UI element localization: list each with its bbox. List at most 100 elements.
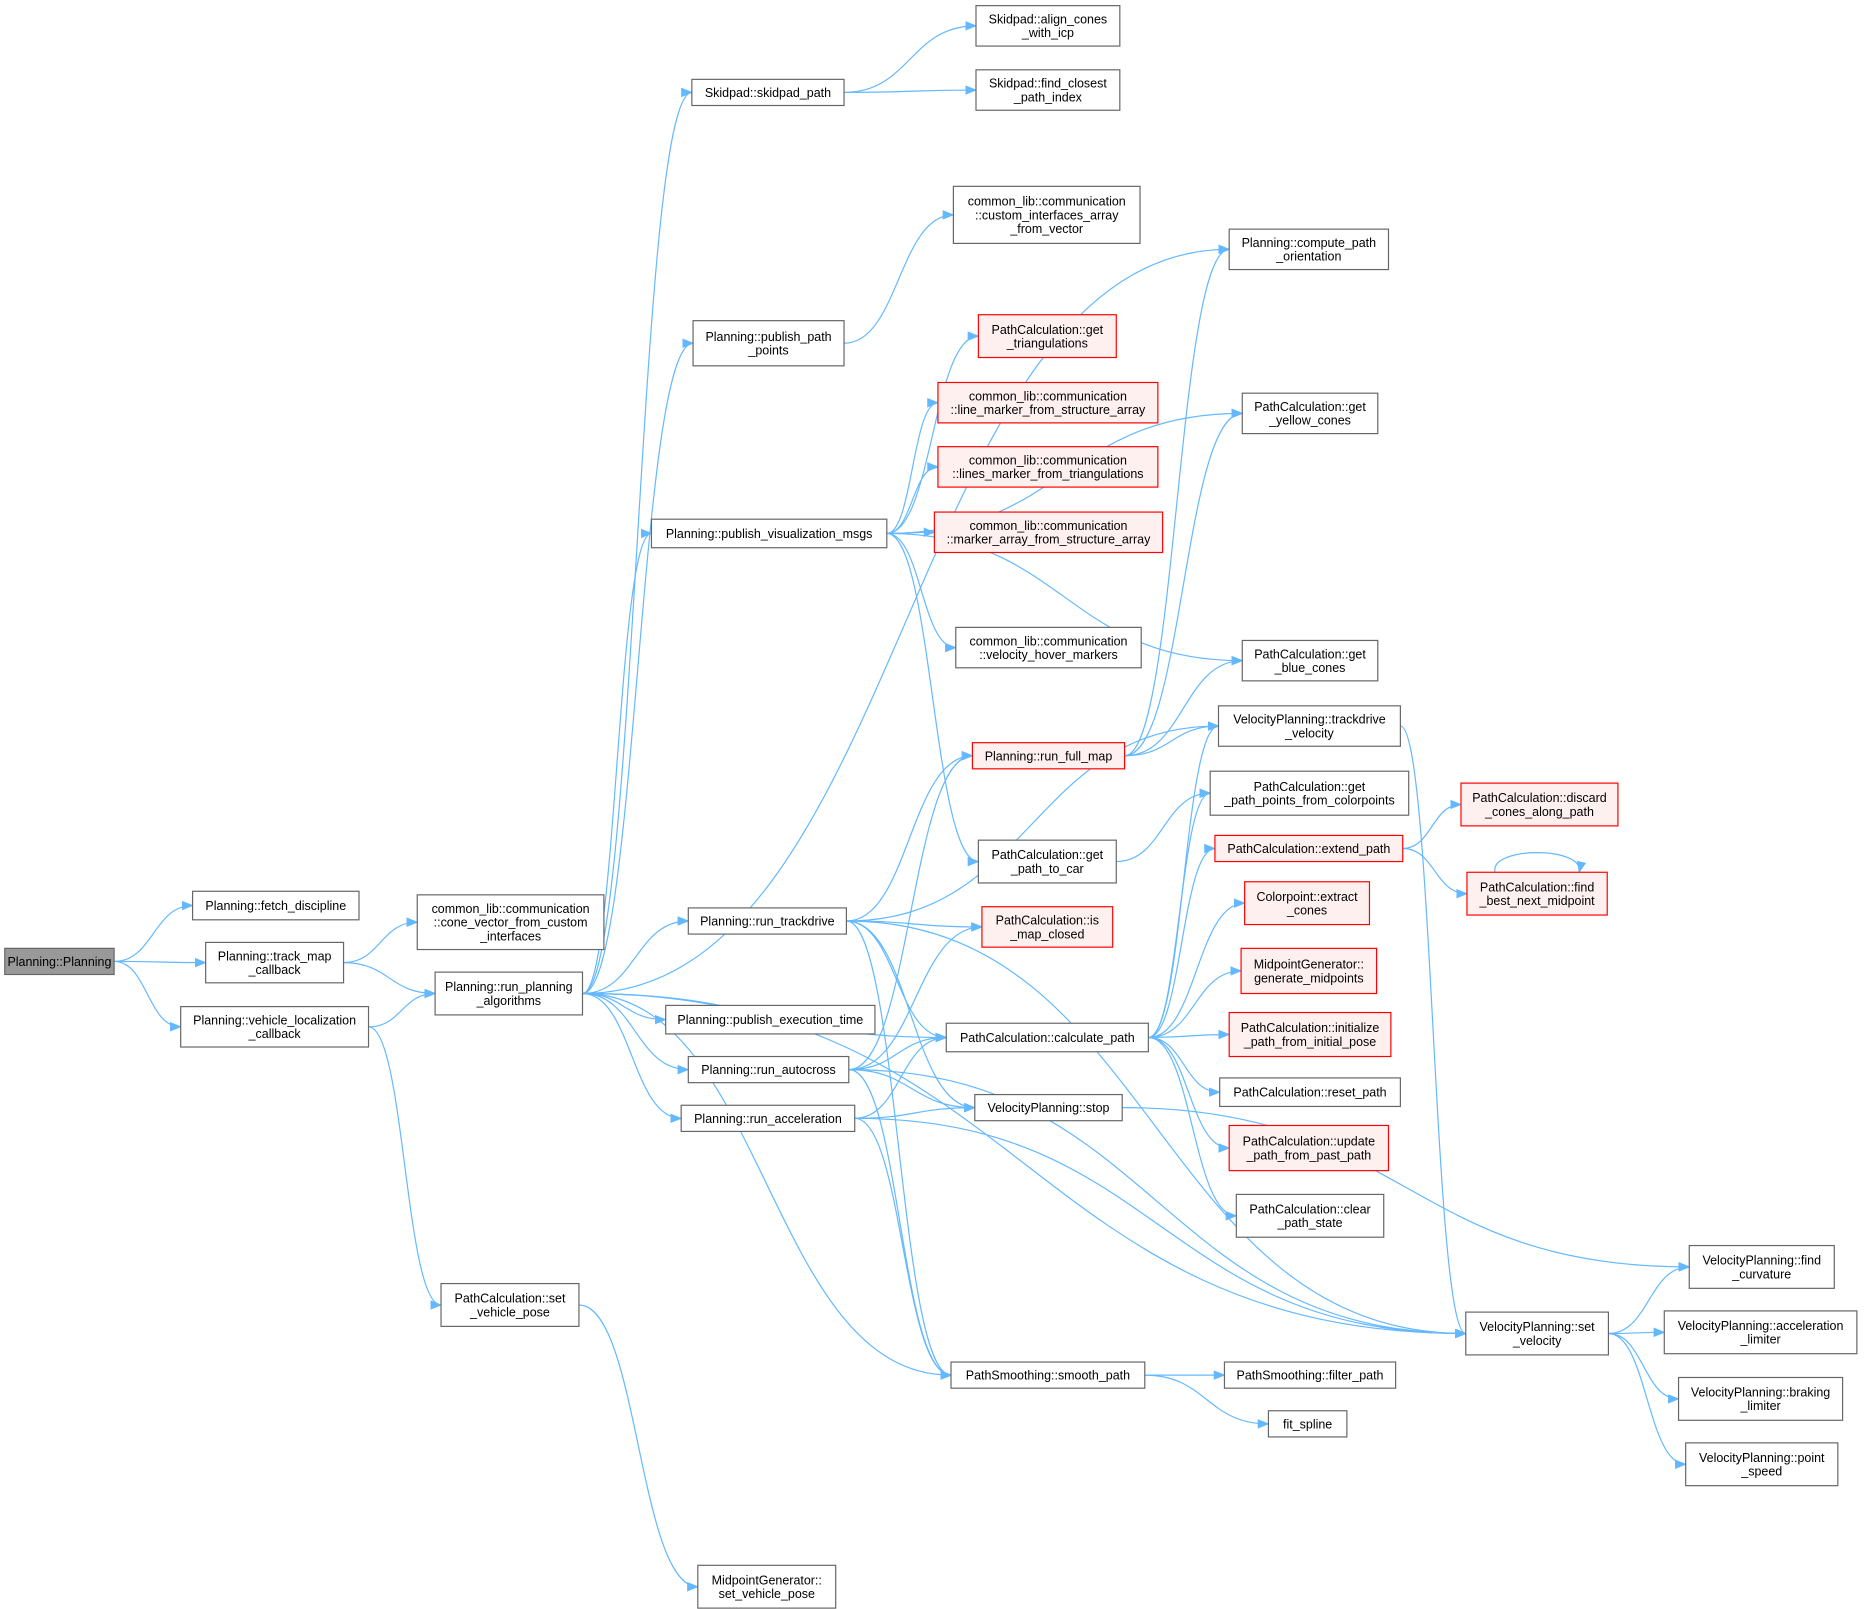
node-box (691, 78, 845, 107)
graph-node[interactable]: common_lib::communication::velocity_hove… (955, 626, 1142, 669)
node-label: Planning::track_map (218, 949, 332, 963)
graph-node[interactable]: Planning::run_full_map (971, 742, 1126, 770)
graph-node[interactable]: VelocityPlanning::braking_limiter (1677, 1376, 1844, 1421)
graph-node[interactable]: Skidpad::align_cones_with_icp (975, 5, 1121, 47)
graph-node[interactable]: VelocityPlanning::point_speed (1685, 1442, 1839, 1487)
graph-node[interactable]: PathCalculation::initialize_path_from_in… (1228, 1011, 1392, 1058)
call-edge (886, 532, 980, 867)
graph-node[interactable]: VelocityPlanning::find_curvature (1688, 1244, 1835, 1289)
graph-node[interactable]: Planning::publish_visualization_msgs (650, 518, 888, 549)
node-label: PathCalculation::get (1254, 400, 1366, 414)
node-label: _with_icp (1021, 26, 1074, 40)
node-box (650, 518, 888, 549)
graph-node[interactable]: PathCalculation::extend_path (1214, 834, 1404, 863)
graph-node[interactable]: Planning::compute_path_orientation (1228, 228, 1390, 271)
call-edge (1494, 852, 1587, 874)
graph-node[interactable]: PathCalculation::get_path_points_from_co… (1209, 770, 1410, 816)
graph-node[interactable]: Planning::track_map_callback (205, 941, 345, 984)
node-label: Planning::compute_path (1242, 236, 1377, 250)
node-label: fit_spline (1283, 1417, 1332, 1431)
call-edge (1148, 1036, 1221, 1097)
node-label: VelocityPlanning::acceleration (1678, 1319, 1844, 1333)
graph-node[interactable]: VelocityPlanning::set_velocity (1465, 1311, 1610, 1356)
call-edge (578, 1304, 699, 1592)
graph-node[interactable]: VelocityPlanning::stop (974, 1093, 1123, 1122)
graph-node[interactable]: Skidpad::find_closest_path_index (975, 69, 1121, 111)
graph-node[interactable]: PathCalculation::reset_path (1219, 1077, 1401, 1108)
call-edge (848, 1069, 1467, 1339)
node-box (975, 69, 1121, 111)
node-label: _orientation (1275, 250, 1341, 264)
graph-node[interactable]: PathSmoothing::smooth_path (950, 1361, 1146, 1389)
graph-node[interactable]: PathCalculation::discard_cones_along_pat… (1460, 782, 1619, 827)
graph-node[interactable]: PathCalculation::get_blue_cones (1241, 639, 1379, 682)
graph-node[interactable]: Planning::run_acceleration (680, 1104, 856, 1133)
graph-node[interactable]: fit_spline (1267, 1410, 1348, 1438)
graph-node[interactable]: PathCalculation::update_path_from_past_p… (1228, 1124, 1390, 1172)
graph-node[interactable]: PathCalculation::get_triangulations (977, 314, 1117, 359)
node-box (1460, 782, 1619, 827)
node-label: VelocityPlanning::trackdrive (1233, 713, 1386, 727)
graph-node[interactable]: PathCalculation::find_best_next_midpoint (1466, 871, 1608, 916)
graph-node[interactable]: Skidpad::skidpad_path (691, 78, 845, 107)
node-label: _path_state (1276, 1216, 1342, 1230)
graph-node[interactable]: common_lib::communication::cone_vector_f… (416, 894, 605, 951)
graph-node[interactable]: PathCalculation::get_path_to_car (977, 839, 1117, 884)
call-edge (848, 1069, 976, 1113)
call-edge (848, 1032, 948, 1071)
graph-node[interactable]: MidpointGenerator::set_vehicle_pose (697, 1564, 837, 1609)
graph-node[interactable]: VelocityPlanning::acceleration_limiter (1663, 1310, 1858, 1355)
graph-node[interactable]: PathCalculation::clear_path_state (1235, 1193, 1385, 1238)
node-box (1267, 1410, 1348, 1438)
call-edge (886, 331, 980, 535)
call-edge (1122, 1107, 1691, 1272)
graph-node[interactable]: Planning::run_autocross (687, 1055, 850, 1084)
graph-node[interactable]: common_lib::communication::marker_array_… (933, 511, 1164, 554)
call-edge (844, 210, 955, 344)
node-box (697, 1564, 837, 1609)
node-box (1466, 871, 1608, 916)
graph-node[interactable]: PathSmoothing::filter_path (1223, 1361, 1397, 1389)
graph-node[interactable]: Colorpoint::extract_cones (1244, 881, 1371, 926)
node-label: PathCalculation::get (992, 848, 1104, 862)
graph-node[interactable]: Planning::fetch_discipline (191, 890, 360, 921)
graph-node[interactable]: Planning::publish_path_points (692, 320, 845, 367)
call-edge (854, 1117, 1467, 1339)
graph-node[interactable]: PathCalculation::is_map_closed (981, 906, 1114, 948)
node-box (1235, 1193, 1385, 1238)
graph-node[interactable]: PathCalculation::calculate_path (945, 1022, 1149, 1053)
graph-node[interactable]: Planning::publish_execution_time (665, 1004, 876, 1035)
graph-node[interactable]: Planning::run_planning_algorithms (434, 971, 584, 1016)
call-edge (1116, 788, 1212, 863)
node-box (952, 185, 1141, 244)
node-box (1214, 834, 1404, 863)
graph-node[interactable]: common_lib::communication::lines_marker_… (937, 446, 1159, 488)
graph-node[interactable]: VelocityPlanning::trackdrive_velocity (1217, 705, 1401, 747)
call-edge (844, 21, 978, 94)
node-box (434, 971, 584, 1016)
call-edge (1144, 1374, 1270, 1429)
graph-node[interactable]: Planning::Planning (4, 947, 115, 976)
node-box (937, 381, 1159, 424)
graph-node[interactable]: PathCalculation::get_yellow_cones (1241, 392, 1379, 435)
node-box (1663, 1310, 1858, 1355)
graph-node[interactable]: PathCalculation::set_vehicle_pose (440, 1282, 580, 1327)
graph-node[interactable]: common_lib::communication::line_marker_f… (937, 381, 1159, 424)
graph-node[interactable]: Planning::vehicle_localization_callback (180, 1005, 370, 1048)
node-box (1228, 1011, 1392, 1058)
graph-node[interactable]: Planning::run_trackdrive (687, 907, 848, 935)
node-label: _speed (1740, 1465, 1782, 1479)
node-label: PathCalculation::is (996, 914, 1099, 928)
node-label: PathCalculation::extend_path (1227, 842, 1390, 856)
call-edge (582, 992, 953, 1380)
node-box (945, 1022, 1149, 1053)
node-box (975, 5, 1121, 47)
node-label: VelocityPlanning::stop (988, 1101, 1110, 1115)
graph-node[interactable]: common_lib::communication::custom_interf… (952, 185, 1141, 244)
node-label: _callback (248, 963, 302, 977)
node-label: _limiter (1739, 1399, 1780, 1413)
node-label: _callback (248, 1027, 302, 1041)
graph-node[interactable]: MidpointGenerator::generate_midpoints (1240, 947, 1378, 995)
node-box (933, 511, 1164, 554)
node-label: common_lib::communication (969, 634, 1127, 648)
